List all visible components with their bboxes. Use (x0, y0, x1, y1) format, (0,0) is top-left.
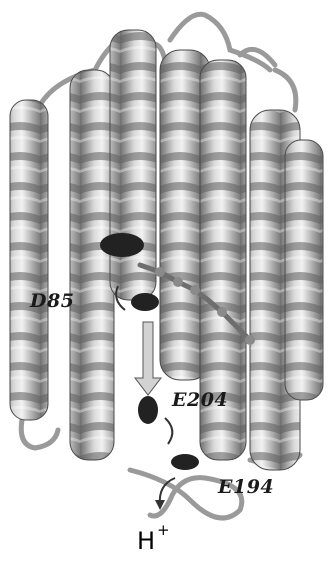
label-e194: E194 (217, 476, 274, 498)
helix-b (70, 70, 114, 460)
residue-e204 (138, 396, 158, 424)
residue-e194 (171, 454, 199, 470)
residue-d85 (131, 293, 159, 311)
residue-upper (100, 233, 144, 257)
helix-a (10, 100, 48, 420)
loop-top-4 (275, 70, 296, 110)
label-e204: E204 (171, 389, 228, 411)
proton-arrow-main (135, 322, 161, 395)
helix-c (110, 30, 156, 300)
label-proton: H (137, 527, 155, 555)
proton-arrow-e204 (165, 418, 172, 444)
helix-g (285, 140, 323, 400)
loop-bottom-left (21, 420, 58, 448)
helices (10, 30, 323, 470)
label-d85: D85 (29, 290, 74, 312)
label-proton-charge: + (157, 521, 170, 539)
